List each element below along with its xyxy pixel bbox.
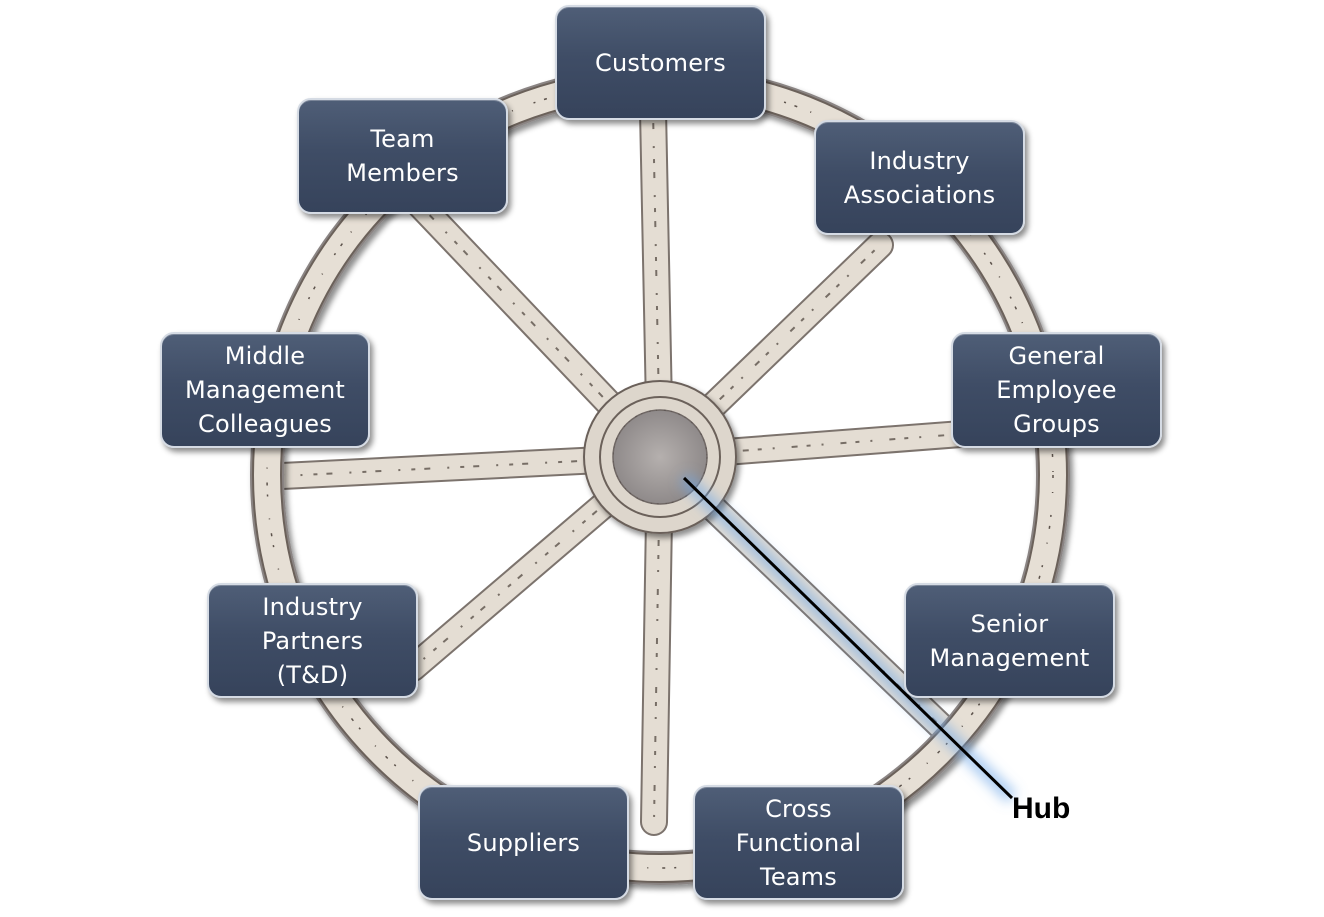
node-industry-associations: Industry Associations <box>814 120 1025 235</box>
node-senior-management: Senior Management <box>904 583 1115 698</box>
node-customers: Customers <box>555 5 766 120</box>
spoke-texture-4 <box>412 456 661 669</box>
spoke-texture-5 <box>653 456 661 823</box>
node-middle-management-colleagues: Middle Management Colleagues <box>160 332 370 448</box>
node-general-employee-groups: General Employee Groups <box>951 332 1162 448</box>
node-suppliers: Suppliers <box>418 785 629 900</box>
node-industry-partners: Industry Partners (T&D) <box>207 583 418 698</box>
node-team-members: Team Members <box>297 98 508 214</box>
hub-callout-label: Hub <box>1012 792 1071 825</box>
node-cross-functional-teams: Cross Functional Teams <box>693 785 904 900</box>
hub-callout-line <box>679 472 1017 804</box>
